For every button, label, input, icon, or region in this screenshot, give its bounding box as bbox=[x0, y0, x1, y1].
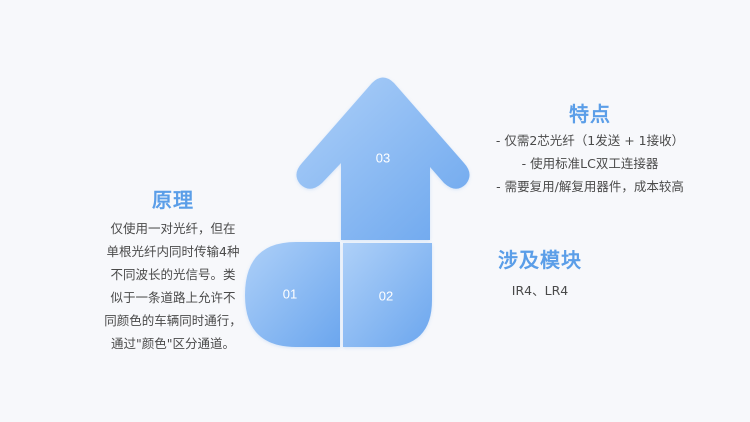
segment-03-label: 03 bbox=[375, 150, 391, 166]
segment-01-label: 01 bbox=[282, 286, 298, 302]
modules-section: 涉及模块 IR4、LR4 bbox=[470, 244, 610, 302]
modules-title: 涉及模块 bbox=[498, 248, 582, 272]
principle-title: 原理 bbox=[152, 188, 194, 212]
modules-value: IR4、LR4 bbox=[511, 283, 569, 298]
feature-item: - 使用标准LC双工连接器 bbox=[521, 156, 659, 171]
feature-item: - 需要复用/解复用器件，成本较高 bbox=[496, 179, 684, 194]
principle-line: 单根光纤内同时传输4种 bbox=[106, 244, 240, 259]
segment-01-block bbox=[245, 242, 340, 347]
features-section: 特点 - 仅需2芯光纤（1发送 + 1接收） - 使用标准LC双工连接器 - 需… bbox=[470, 98, 710, 198]
segment-03-arrow bbox=[296, 77, 470, 240]
principle-line: 不同波长的光信号。类 bbox=[110, 267, 236, 282]
segment-02-label: 02 bbox=[378, 288, 394, 304]
segment-02-block bbox=[343, 243, 432, 347]
features-list: - 仅需2芯光纤（1发送 + 1接收） - 使用标准LC双工连接器 - 需要复用… bbox=[470, 129, 710, 198]
principle-line: 同颜色的车辆同时通行， bbox=[104, 313, 242, 328]
principle-line: 仅使用一对光纤，但在 bbox=[110, 221, 236, 236]
features-title: 特点 bbox=[569, 102, 611, 126]
principle-line: 通过"颜色"区分通道。 bbox=[111, 336, 235, 351]
principle-text: 仅使用一对光纤，但在 单根光纤内同时传输4种 不同波长的光信号。类 似于一条道路… bbox=[78, 217, 268, 355]
principle-section: 原理 仅使用一对光纤，但在 单根光纤内同时传输4种 不同波长的光信号。类 似于一… bbox=[78, 184, 268, 355]
feature-item: - 仅需2芯光纤（1发送 + 1接收） bbox=[495, 133, 685, 148]
principle-line: 似于一条道路上允许不 bbox=[110, 290, 236, 305]
